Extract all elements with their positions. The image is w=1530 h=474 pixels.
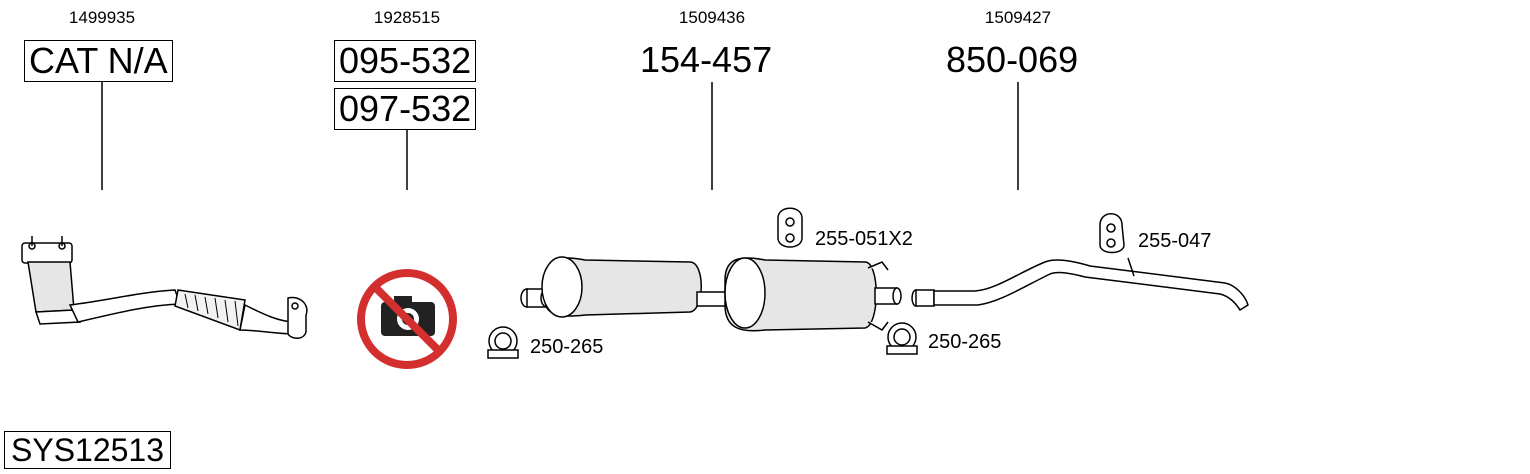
part-number-tail-pipe[interactable]: 850-069 [946,39,1079,80]
part-number-cat[interactable]: CAT N/A [24,40,173,82]
clamp-front-icon [487,326,519,359]
part-number-front-pipe-2[interactable]: 097-532 [334,88,477,130]
tail-pipe-drawing [911,257,1249,312]
part-number-front-pipe-1[interactable]: 095-532 [334,40,477,82]
clamp-rear-icon [886,322,918,355]
accessory-label-hanger-rear[interactable]: 255-047 [1138,230,1212,252]
hanger-rear-icon [1099,213,1125,254]
no-photo-icon [357,269,457,369]
accessory-label-clamp-rear[interactable]: 250-265 [928,331,1002,353]
system-code: SYS12513 [4,431,172,469]
part-number-center-muffler[interactable]: 154-457 [640,39,773,80]
oem-number-tail-pipe: 1509427 [984,8,1052,27]
center-muffler-drawing [520,256,902,332]
accessory-label-clamp-front[interactable]: 250-265 [530,336,604,358]
hanger-mid-icon [777,207,803,248]
oem-number-cat: 1499935 [68,8,136,27]
oem-number-center-muffler: 1509436 [678,8,746,27]
catalytic-converter-drawing [21,236,308,339]
oem-number-front-pipe: 1928515 [373,8,441,27]
accessory-label-hanger-mid[interactable]: 255-051X2 [815,228,913,250]
